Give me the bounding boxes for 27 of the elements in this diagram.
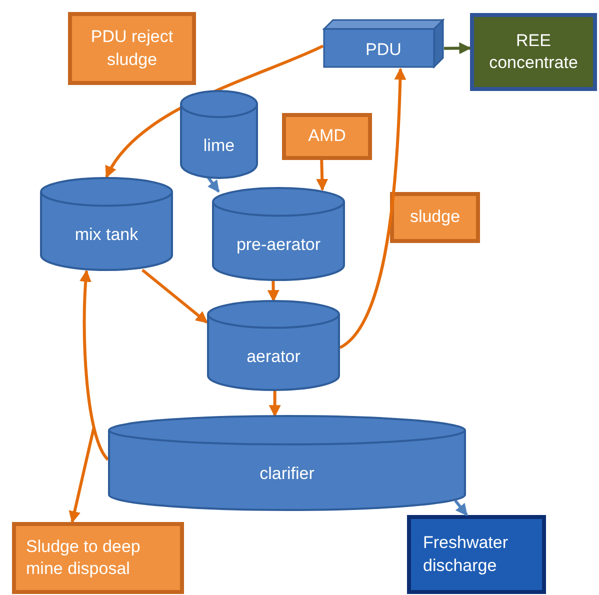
flow-arrow — [68, 428, 96, 524]
input-box — [68, 12, 196, 85]
flow-arrow — [268, 390, 281, 418]
input-box — [282, 113, 372, 160]
node-label: Freshwater discharge — [423, 532, 510, 576]
node-label: AMD — [308, 125, 346, 148]
node-label: REE concentrate — [488, 30, 579, 74]
flow-arrow — [80, 270, 110, 461]
node-label: PDU reject sludge — [90, 26, 174, 70]
node-label: mix tank — [74, 224, 138, 246]
input-box — [390, 192, 480, 243]
node-label: sludge — [410, 206, 460, 228]
product-box — [470, 13, 597, 91]
flow-arrow — [316, 160, 328, 191]
node-label: PDU — [366, 39, 402, 62]
input-box — [12, 522, 184, 594]
node-label: Sludge to deep mine disposal — [26, 536, 142, 580]
flow-arrow — [141, 268, 208, 324]
node-label: lime — [203, 134, 235, 157]
node-label: aerator — [246, 346, 300, 368]
node-label: clarifier — [260, 463, 314, 486]
flow-arrow — [454, 500, 468, 516]
flow-arrow — [339, 68, 406, 349]
flow-arrow — [267, 280, 280, 302]
node-label: pre-aerator — [236, 234, 321, 256]
flow-arrow — [444, 42, 472, 54]
output-box — [407, 515, 546, 594]
